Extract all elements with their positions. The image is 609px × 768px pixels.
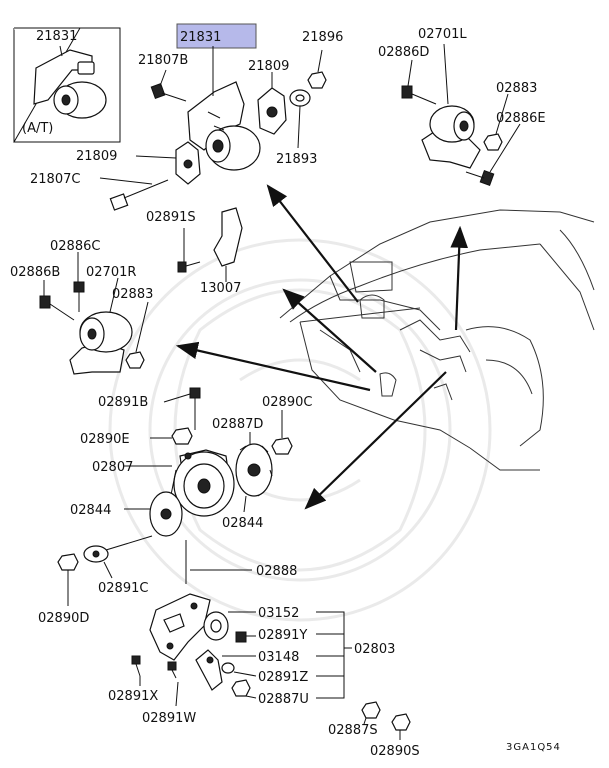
- label-02890S[interactable]: 02890S: [370, 744, 420, 759]
- damper-02844-right[interactable]: [235, 432, 273, 513]
- label-02887S[interactable]: 02887S: [328, 723, 378, 738]
- stud-02888[interactable]: [185, 540, 252, 584]
- label-02891X[interactable]: 02891X: [108, 689, 158, 704]
- label-21896[interactable]: 21896: [302, 30, 343, 45]
- nut-02887S[interactable]: [361, 701, 381, 725]
- bolt-21807B[interactable]: [150, 69, 187, 102]
- watermark: [108, 238, 492, 622]
- bolt-02891Z[interactable]: [221, 662, 257, 677]
- washer-21893[interactable]: [289, 89, 311, 149]
- damper-21809-top[interactable]: [257, 72, 287, 135]
- nut-21896[interactable]: [307, 49, 327, 89]
- bolt-02886D[interactable]: [401, 59, 437, 105]
- inset-mount-icon: [33, 45, 107, 119]
- label-02891Y[interactable]: 02891Y: [258, 628, 307, 643]
- bolt-02891S[interactable]: [177, 228, 201, 273]
- label-21809-top[interactable]: 21809: [248, 59, 289, 74]
- label-02883-left[interactable]: 02883: [112, 287, 153, 302]
- label-02803[interactable]: 02803: [354, 642, 395, 657]
- label-21893[interactable]: 21893: [276, 152, 317, 167]
- label-13007[interactable]: 13007: [200, 281, 241, 296]
- bushing-03152[interactable]: [203, 611, 256, 641]
- label-02886B[interactable]: 02886B: [10, 265, 60, 280]
- nut-02883-left[interactable]: [125, 301, 149, 369]
- bolt-02891X[interactable]: [131, 655, 141, 686]
- engine-mount-02701R[interactable]: [69, 277, 133, 375]
- label-02890C[interactable]: 02890C: [262, 395, 312, 410]
- label-21807B[interactable]: 21807B: [138, 53, 188, 68]
- engine-mount-02807[interactable]: [124, 449, 235, 517]
- bracket-02803-leader: [316, 611, 352, 699]
- bolt-02891B[interactable]: [163, 387, 201, 430]
- label-02844-left[interactable]: 02844: [70, 503, 111, 518]
- label-inset-21831[interactable]: 21831: [36, 29, 77, 44]
- nut-02890D[interactable]: [57, 553, 79, 606]
- bolt-02886E[interactable]: [465, 123, 521, 186]
- label-21807C[interactable]: 21807C: [30, 172, 80, 187]
- nut-02890E[interactable]: [150, 427, 193, 445]
- nut-02883-right[interactable]: [483, 93, 509, 151]
- label-inset-note: (A/T): [22, 121, 53, 136]
- label-02891Z[interactable]: 02891Z: [258, 670, 308, 685]
- label-03148[interactable]: 03148: [258, 650, 299, 665]
- damper-21809-left[interactable]: [135, 141, 201, 185]
- bolt-02891W[interactable]: [167, 661, 179, 707]
- highlight-box: [176, 23, 257, 49]
- label-02890D[interactable]: 02890D: [38, 611, 89, 626]
- label-21809-left[interactable]: 21809: [76, 149, 117, 164]
- bolt-02891Y[interactable]: [235, 631, 256, 643]
- label-02887U[interactable]: 02887U: [258, 692, 309, 707]
- label-02886D[interactable]: 02886D: [378, 45, 429, 60]
- bracket-13007[interactable]: [213, 207, 243, 282]
- label-02886C[interactable]: 02886C: [50, 239, 100, 254]
- label-02701L[interactable]: 02701L: [418, 27, 467, 42]
- bolt-02891C[interactable]: [83, 535, 153, 579]
- bolt-21807C[interactable]: [99, 177, 169, 211]
- label-02701R[interactable]: 02701R: [86, 265, 136, 280]
- label-02887D[interactable]: 02887D: [212, 417, 263, 432]
- label-21831-main[interactable]: 21831: [180, 30, 221, 45]
- engine-mount-21831[interactable]: [187, 46, 261, 171]
- nut-02887U[interactable]: [231, 679, 257, 699]
- label-02888[interactable]: 02888: [256, 564, 297, 579]
- nut-02890S[interactable]: [391, 713, 411, 740]
- engine-mount-02701L[interactable]: [421, 43, 481, 169]
- damper-02844-left[interactable]: [124, 491, 183, 537]
- inset-at-box: 21831 (A/T): [13, 26, 121, 143]
- label-02886E[interactable]: 02886E: [496, 111, 546, 126]
- label-02891S[interactable]: 02891S: [146, 210, 196, 225]
- label-02844-bottom[interactable]: 02844: [222, 516, 263, 531]
- car-body: [279, 209, 595, 471]
- nut-02890C[interactable]: [271, 410, 293, 455]
- bolt-02886C[interactable]: [73, 252, 85, 312]
- label-03152[interactable]: 03152: [258, 606, 299, 621]
- bolt-02886B[interactable]: [39, 280, 75, 321]
- label-02891C[interactable]: 02891C: [98, 581, 148, 596]
- label-02807[interactable]: 02807: [92, 460, 133, 475]
- label-02883-right[interactable]: 02883: [496, 81, 537, 96]
- bracket-assembly-02803[interactable]: [149, 593, 211, 661]
- pointer-arrows: [175, 184, 469, 510]
- diagram-code: 3GA1Q54: [506, 742, 561, 753]
- label-02891W[interactable]: 02891W: [142, 711, 196, 726]
- link-03148[interactable]: [195, 649, 256, 691]
- label-02890E[interactable]: 02890E: [80, 432, 130, 447]
- label-02891B[interactable]: 02891B: [98, 395, 148, 410]
